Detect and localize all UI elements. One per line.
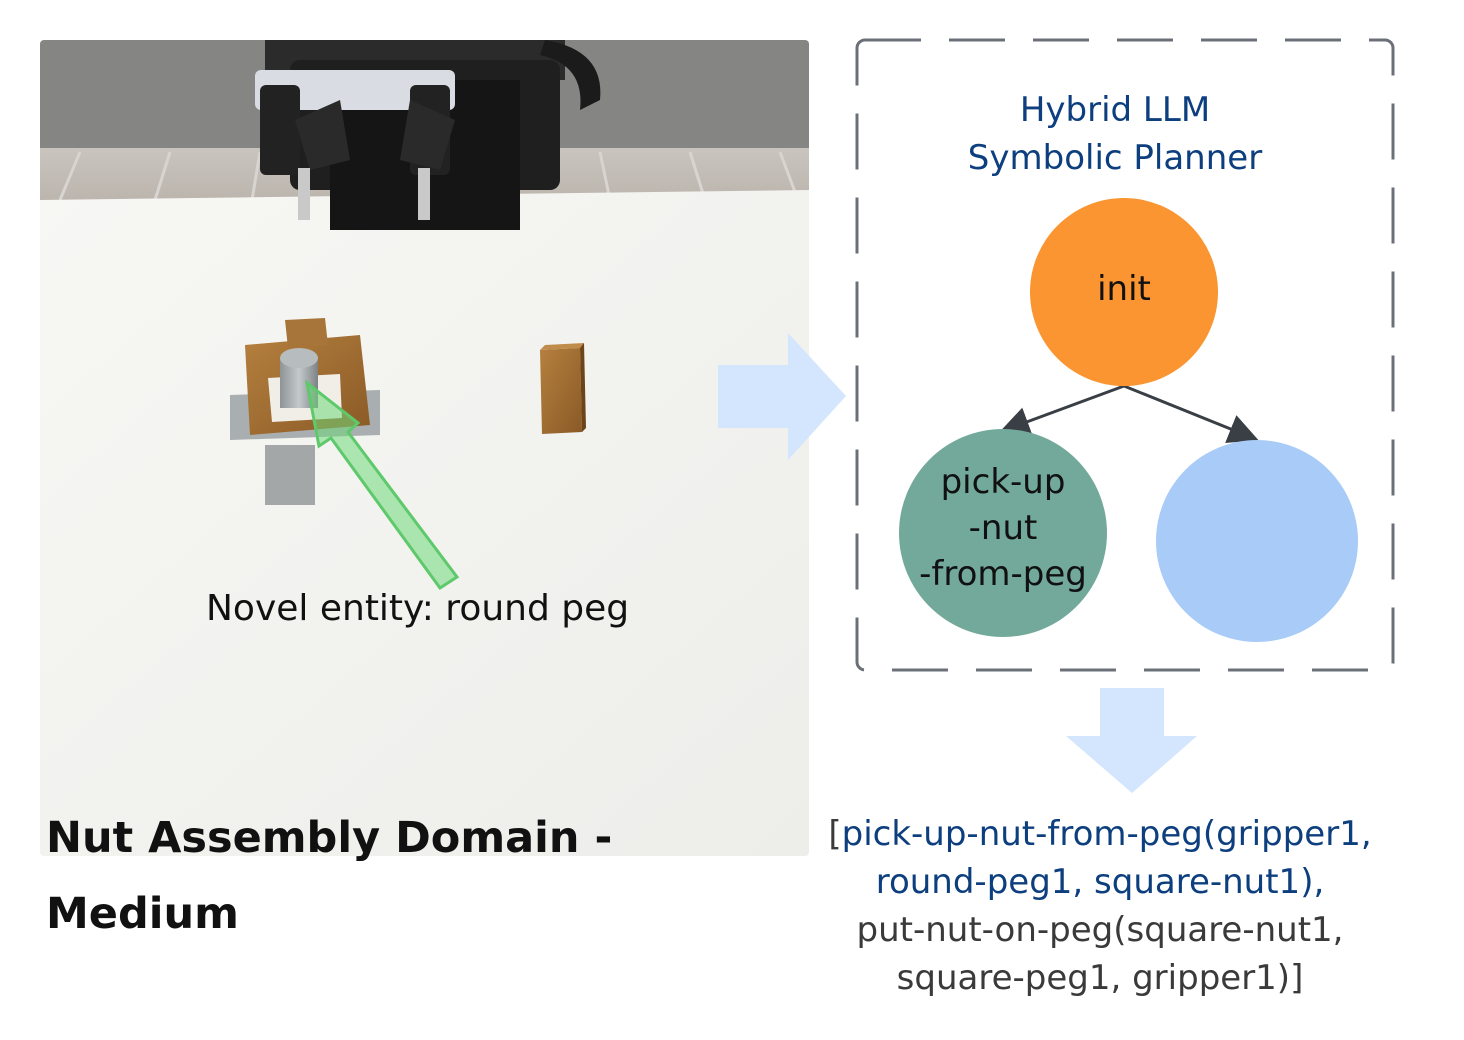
edge-init-to-left xyxy=(999,384,1125,436)
planner-title-line2: Symbolic Planner xyxy=(967,138,1263,178)
highlight-arrow xyxy=(304,379,460,591)
planner-title-line1: Hybrid LLM xyxy=(1019,90,1211,130)
plan-line2: round-peg1, square-nut1), xyxy=(875,862,1325,902)
domain-title-line1: Nut Assembly Domain - xyxy=(46,813,613,863)
planner-dashed-box xyxy=(855,38,1395,672)
plan-line4: square-peg1, gripper1)] xyxy=(896,958,1304,998)
domain-title-line2: Medium xyxy=(46,889,239,939)
node-pick-up-label-line3: -from-peg xyxy=(919,554,1087,594)
node-pick-up-nut-from-peg xyxy=(899,429,1107,637)
planner-title: Hybrid LLM Symbolic Planner xyxy=(880,86,1350,182)
domain-title: Nut Assembly Domain - Medium xyxy=(46,800,746,952)
node-pick-up-label: pick-up -nut -from-peg xyxy=(903,459,1103,597)
node-pick-up-label-line2: -nut xyxy=(968,508,1038,548)
node-init xyxy=(1030,198,1218,386)
node-pick-up-label-line1: pick-up xyxy=(940,462,1066,502)
right-arrow xyxy=(718,333,846,460)
plan-output: [pick-up-nut-from-peg(gripper1, round-pe… xyxy=(790,810,1410,1002)
table-surface xyxy=(40,190,809,856)
edge-init-to-right xyxy=(1123,384,1259,443)
node-unexplored xyxy=(1156,440,1358,642)
plan-line3: put-nut-on-peg(square-nut1, xyxy=(856,910,1344,950)
plan-line1: pick-up-nut-from-peg(gripper1, xyxy=(841,814,1372,854)
novel-entity-label: Novel entity: round peg xyxy=(206,588,630,629)
robot-gripper xyxy=(255,40,601,230)
down-arrow xyxy=(1066,688,1197,793)
plan-open-bracket: [ xyxy=(828,814,842,854)
node-init-label: init xyxy=(1097,269,1151,309)
wooden-block xyxy=(540,343,586,434)
